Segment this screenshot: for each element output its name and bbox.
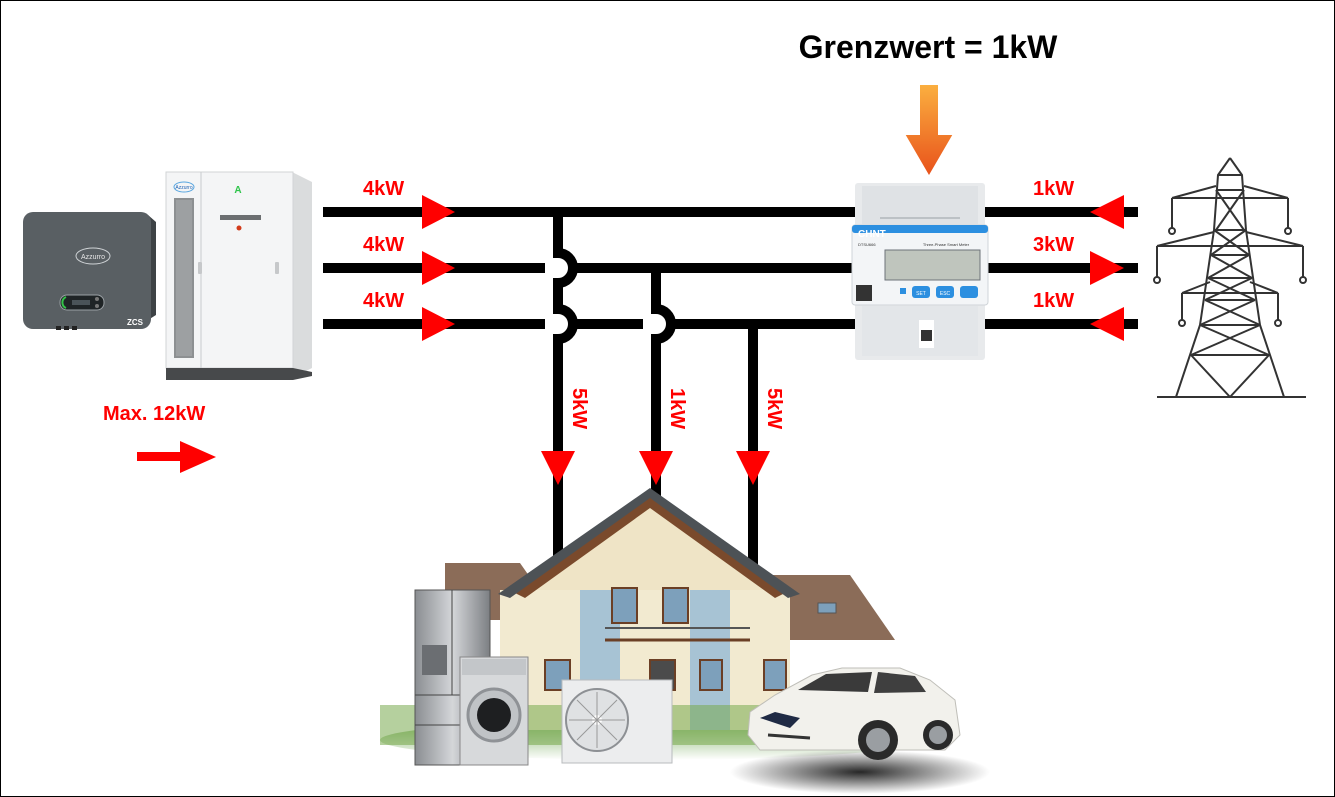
arrow-right-icon	[422, 251, 455, 285]
grid-flow-arrows	[1090, 195, 1124, 341]
load-drop-2	[651, 268, 676, 508]
load-flow-arrows	[541, 451, 770, 485]
battery-cabinet: Azzurro A	[165, 171, 312, 380]
meter-esc-button[interactable]	[936, 286, 954, 298]
limit-arrow-icon	[902, 83, 956, 179]
smart-meter: CHNT DTSU666 Three-Phase Smart Meter SET…	[851, 183, 989, 360]
inverter-brand: ZCS	[127, 318, 144, 327]
meter-enter-button[interactable]	[960, 286, 978, 298]
phase-l1-inverter-flow: 4kW	[363, 178, 404, 200]
arrow-right-icon	[1090, 251, 1124, 285]
limit-title: Grenzwert = 1kW	[799, 29, 1059, 65]
arrow-down-icon	[736, 451, 770, 485]
svg-text:SET: SET	[916, 291, 926, 297]
meter-brand: CHNT	[858, 229, 886, 240]
load-2-flow: 1kW	[666, 388, 688, 429]
air-conditioner-icon	[561, 679, 673, 764]
load-3-flow: 5kW	[763, 388, 785, 429]
washing-machine-icon	[459, 656, 529, 766]
meter-model: DTSU666	[858, 242, 876, 247]
inverter-device: Azzurro ZCS	[23, 212, 156, 330]
max-arrow-icon	[137, 441, 216, 473]
meter-set-button[interactable]	[912, 286, 930, 298]
svg-text:ESC: ESC	[940, 291, 951, 297]
battery-logo: Azzurro	[175, 185, 192, 191]
phase-l2-grid-flow: 3kW	[1033, 234, 1074, 256]
meter-subtitle: Three-Phase Smart Meter	[923, 242, 970, 247]
phase-l3-inverter-flow: 4kW	[363, 290, 404, 312]
phase-l2-inverter-flow: 4kW	[363, 234, 404, 256]
arrow-left-icon	[1090, 195, 1124, 229]
meter-qr-code	[856, 285, 872, 301]
arrow-down-icon	[639, 451, 673, 485]
load-1-flow: 5kW	[568, 388, 590, 429]
inverter-flow-arrows	[422, 195, 455, 341]
inverter-logo: Azzurro	[81, 254, 105, 261]
phase-l3-grid-flow: 1kW	[1033, 290, 1074, 312]
load-drop-1	[553, 212, 578, 575]
battery-a-logo: A	[234, 185, 241, 196]
arrow-right-icon	[422, 307, 455, 341]
inverter-max-label: Max. 12kW	[103, 403, 205, 425]
power-tower-icon	[1153, 157, 1307, 398]
arrow-right-icon	[422, 195, 455, 229]
arrow-down-icon	[541, 451, 575, 485]
arrow-left-icon	[1090, 307, 1124, 341]
electric-car-icon	[730, 667, 990, 794]
phase-l1-grid-flow: 1kW	[1033, 178, 1074, 200]
